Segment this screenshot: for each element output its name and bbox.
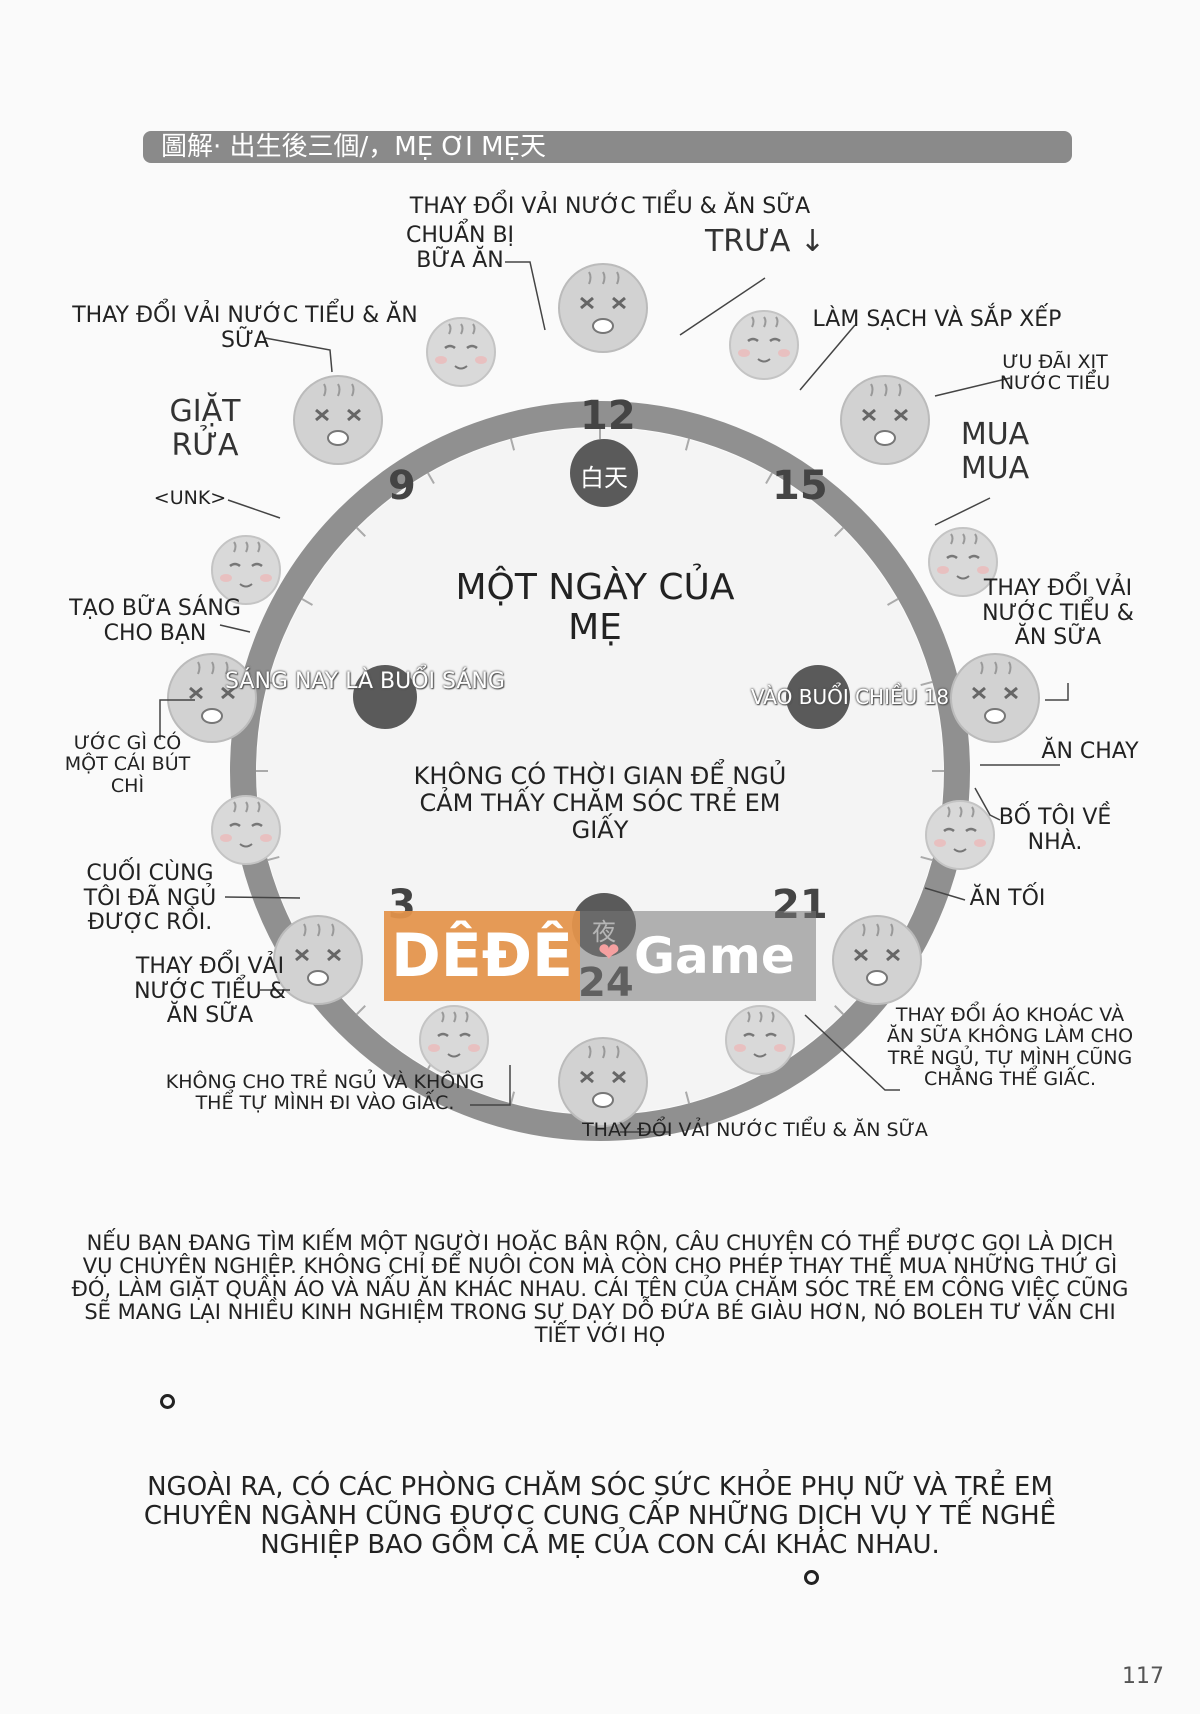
morning-label: SÁNG NAY LÀ BUỔI SÁNG <box>225 669 505 694</box>
label-eat-quick: ĂN CHAY <box>1041 739 1139 764</box>
day-chip <box>570 439 638 507</box>
label-sleep-finally: CUỐI CÙNG TÔI ĐÃ NGỦ ĐƯỢC RỒI. <box>83 861 217 936</box>
clock-tick <box>356 527 366 537</box>
clock-tick <box>510 438 516 451</box>
label-dad-home: BỐ TÔI VỀ NHÀ. <box>998 805 1112 855</box>
afternoon-label: VÀO BUỔI CHIỀU 18 <box>750 685 950 709</box>
sleeping-baby-icon <box>418 1004 490 1076</box>
morning-chip <box>353 665 417 729</box>
bullet-dot <box>160 1394 175 1409</box>
hour-15: 15 <box>772 463 828 509</box>
header-title: 圖解· 出生後三個/，MẸ ƠI MẸ天 <box>161 132 546 162</box>
crying-baby-icon <box>831 914 923 1006</box>
clock-tick <box>834 527 844 537</box>
crying-baby-icon <box>292 374 384 466</box>
label-change-clothes: THAY ĐỔI ÁO KHOÁC VÀ ĂN SỮA KHÔNG LÀM CH… <box>886 1004 1134 1090</box>
clock-tick <box>356 1005 366 1015</box>
afternoon-chip <box>786 665 850 729</box>
label-bottom-diaper: THAY ĐỔI VẢI NƯỚC TIỂU & ĂN SỮA <box>582 1119 928 1141</box>
diagram-title: MỘT NGÀY CỦA MẸ <box>455 567 735 648</box>
label-no-sleep: KHÔNG CHO TRẺ NGỦ VÀ KHÔNG THỂ TỰ MÌNH Đ… <box>165 1071 485 1115</box>
label-laundry: GIẶT RỬA <box>169 394 241 463</box>
label-clean: LÀM SẠCH VÀ SẮP XẾP <box>812 307 1062 332</box>
label-spray: ƯU ĐÃI XỊT NƯỚC TIỂU <box>999 351 1111 395</box>
watermark: DÊÐÊ ❤ Game <box>384 911 816 1001</box>
label-shopping: MUA MUA <box>960 417 1030 486</box>
clock-tick <box>684 1091 690 1104</box>
watermark-left: DÊÐÊ <box>384 911 580 1001</box>
label-unk: <UNK> <box>153 487 227 509</box>
clock-tick <box>267 855 280 861</box>
clock-tick <box>510 1091 516 1104</box>
heart-icon: ❤ <box>598 938 620 968</box>
clock-tick <box>301 598 313 606</box>
label-breakfast: TẠO BỮA SÁNG CHO BẠN <box>69 596 241 646</box>
label-noon: TRƯA ↓ <box>704 224 826 259</box>
label-wish: ƯỚC GÌ CÓ MỘT CÁI BÚT CHÌ <box>64 732 191 797</box>
clock-tick <box>834 1005 844 1015</box>
hour-12: 12 <box>580 393 636 439</box>
clock-ring <box>230 401 970 1141</box>
clock-tick <box>684 438 690 451</box>
sleeping-baby-icon <box>210 534 282 606</box>
label-dinner: ĂN TỐI <box>969 886 1046 911</box>
label-top-diaper: THAY ĐỔI VẢI NƯỚC TIỂU & ĂN SỮA <box>409 194 811 219</box>
paragraph-2: NGOÀI RA, CÓ CÁC PHÒNG CHĂM SÓC SỨC KHỎE… <box>143 1472 1057 1561</box>
crying-baby-icon <box>557 1036 649 1128</box>
label-prepare-meal: CHUẨN BỊ BỮA ĂN <box>405 223 515 273</box>
header-bar: 圖解· 出生後三個/，MẸ ƠI MẸ天 <box>143 131 1072 163</box>
clock-tick <box>427 472 435 484</box>
crying-baby-icon <box>557 262 649 354</box>
label-upper-left-diaper: THAY ĐỔI VẢI NƯỚC TIỂU & ĂN SỮA <box>72 303 418 353</box>
hour-9: 9 <box>388 463 416 509</box>
label-lower-left-diaper: THAY ĐỔI VẢI NƯỚC TIỂU & ĂN SỮA <box>134 954 286 1029</box>
sleeping-baby-icon <box>724 1004 796 1076</box>
clock-tick <box>887 598 899 606</box>
label-right-diaper: THAY ĐỔI VẢI NƯỚC TIỂU & ĂN SỮA <box>982 576 1134 651</box>
clock-tick <box>920 855 933 861</box>
crying-baby-icon <box>839 374 931 466</box>
watermark-right: Game <box>634 927 795 985</box>
sleeping-baby-icon <box>924 799 996 871</box>
clock-tick <box>267 681 280 687</box>
leader-lines <box>159 261 1069 1133</box>
diagram-subtitle: KHÔNG CÓ THỜI GIAN ĐỂ NGỦ CẢM THẤY CHĂM … <box>413 762 787 844</box>
bullet-dot <box>804 1570 819 1585</box>
crying-baby-icon <box>166 652 258 744</box>
sleeping-baby-icon <box>210 794 282 866</box>
paragraph-1: NẾU BẠN ĐANG TÌM KIẾM MỘT NGƯỜI HOẶC BẬN… <box>71 1231 1129 1348</box>
clock-tick <box>765 472 773 484</box>
page-number: 117 <box>1122 1664 1164 1689</box>
clock-tick <box>920 681 933 687</box>
day-chip-label: 白天 <box>580 464 628 492</box>
